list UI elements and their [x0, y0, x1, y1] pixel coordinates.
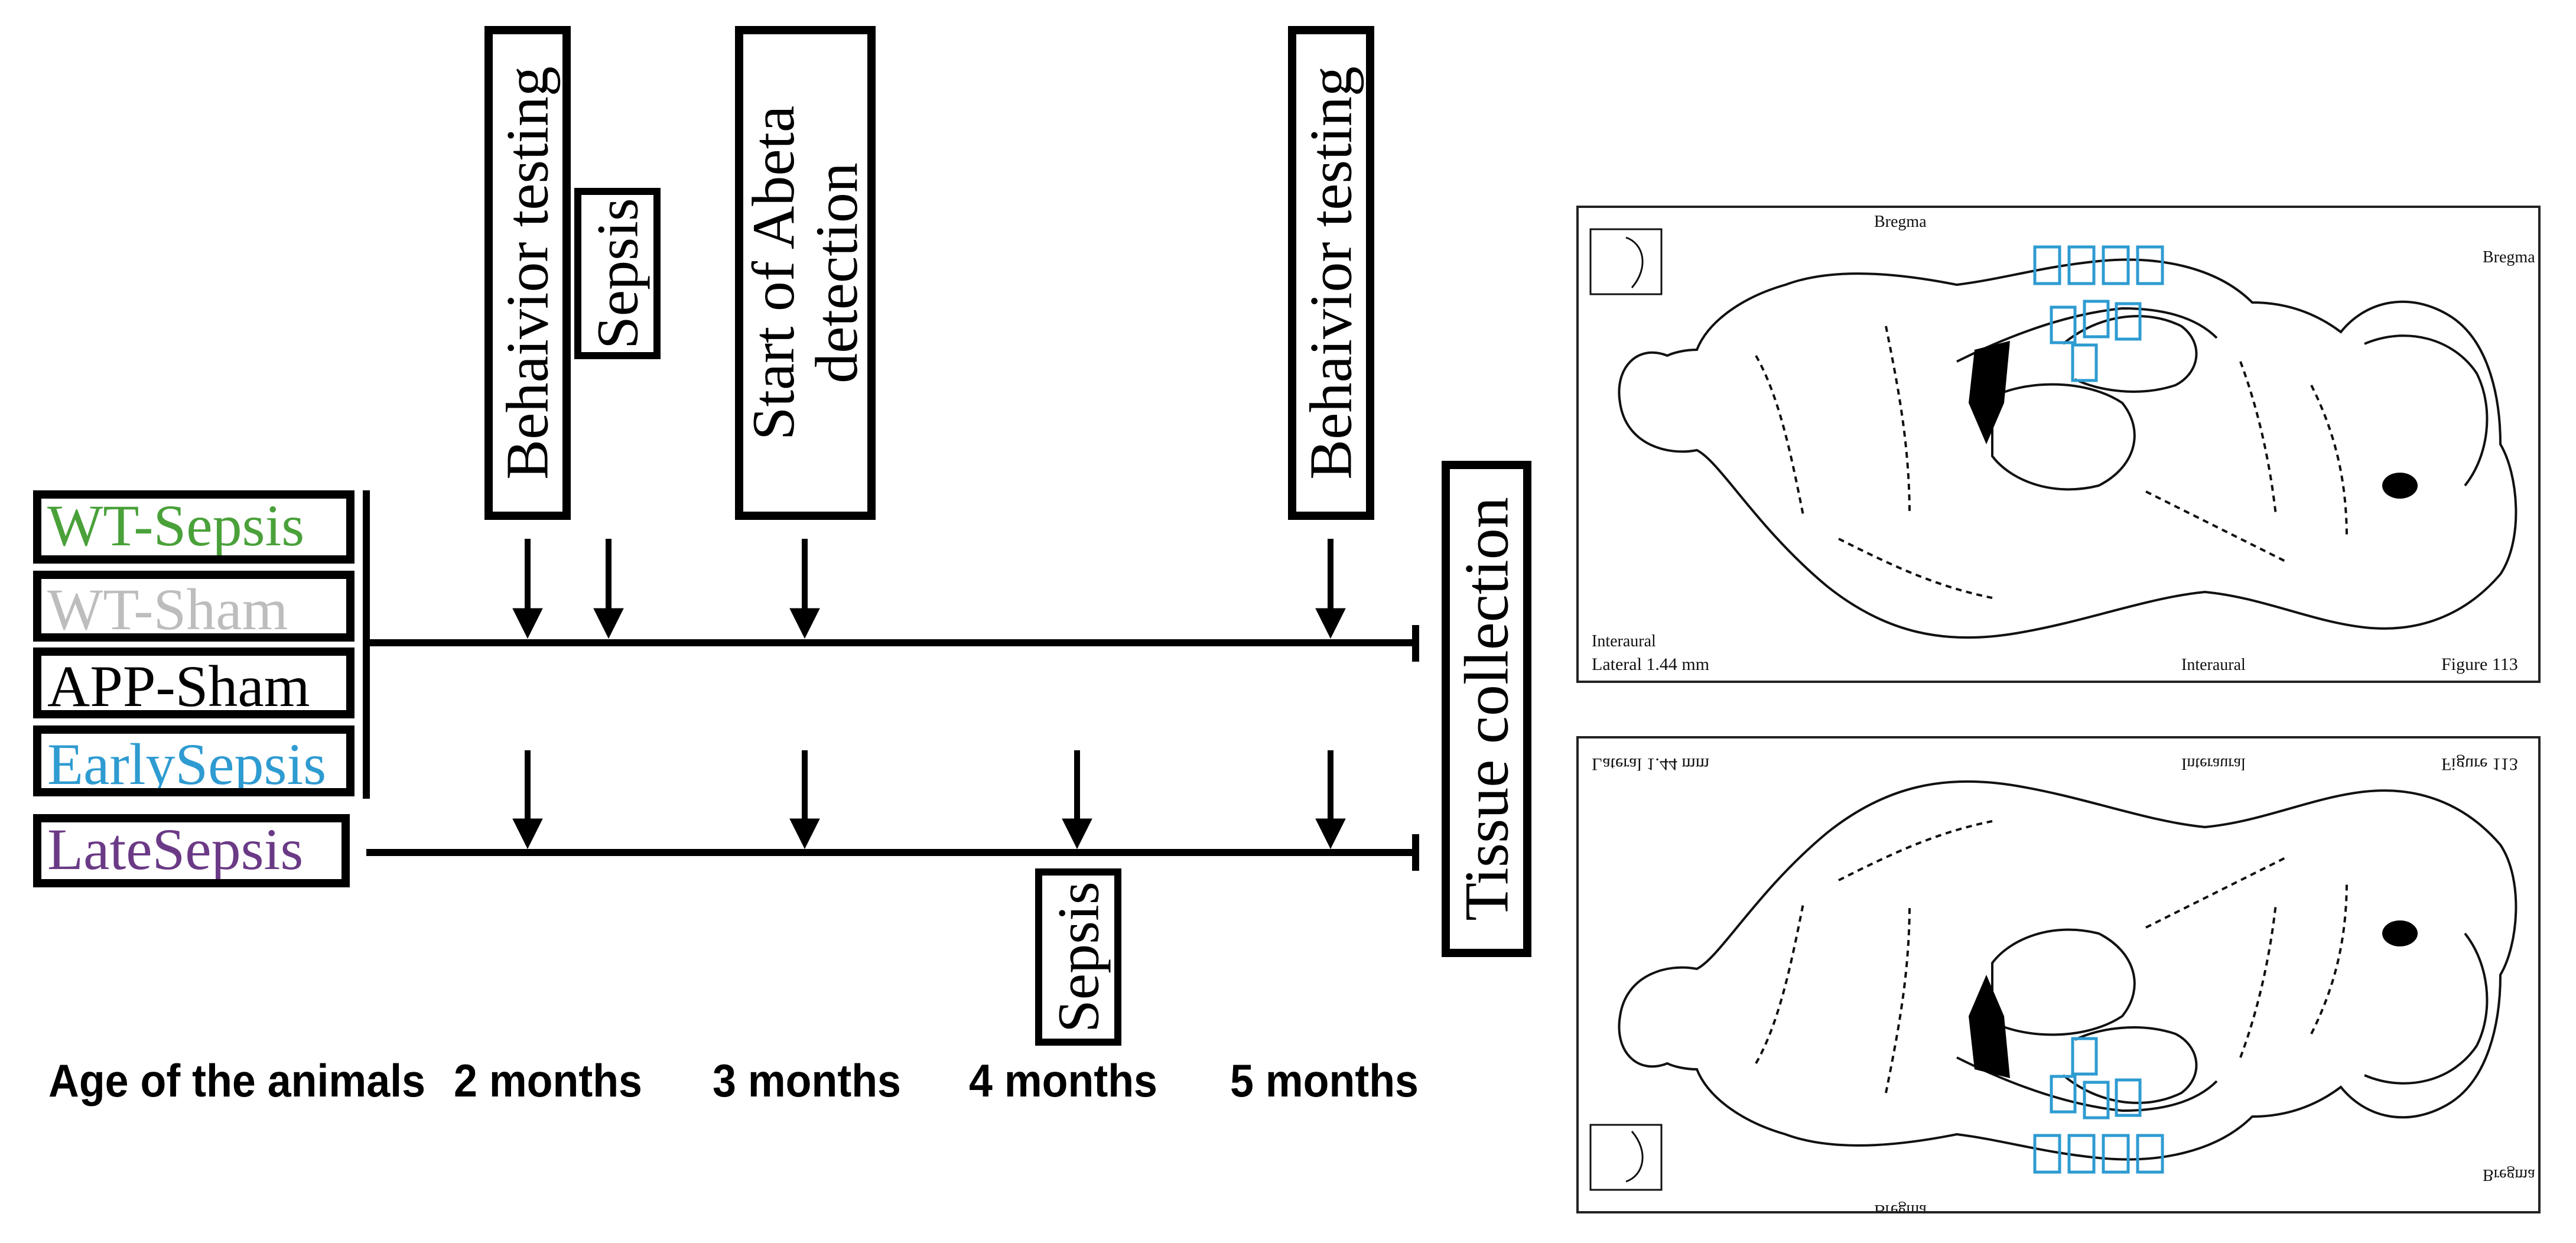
arrow-lower-4m [1062, 750, 1092, 850]
group-label-app-sham: APP-Sham [47, 653, 310, 718]
roi-boxes-lower [2033, 1037, 2164, 1174]
behavior-testing-box-2: Behaivior testing [1288, 26, 1374, 520]
ventricle-4-lower [2382, 920, 2418, 946]
arrow-lower-5m [1315, 750, 1346, 850]
group-early-sepsis: EarlySepsis [33, 725, 354, 796]
group-late-sepsis: LateSepsis [33, 814, 350, 887]
age-5-months: 5 months [1230, 1055, 1419, 1107]
sepsis-box-late: Sepsis [1035, 868, 1121, 1046]
sepsis-box-early: Sepsis [574, 188, 661, 359]
brain-outline-upper [1618, 258, 2518, 639]
group-label-early-sepsis: EarlySepsis [47, 731, 327, 796]
group-app-sham: APP-Sham [33, 647, 354, 718]
brain-outline-lower [1618, 780, 2518, 1161]
cerebellum-upper [2364, 334, 2489, 487]
roi-boxes-upper [2033, 245, 2164, 382]
abeta-detection-box: Start of Abeta detection [735, 26, 876, 520]
group-wt-sepsis: WT-Sepsis [33, 490, 354, 564]
lateral-label-lower: Lateral 1.44 mm [1592, 754, 1709, 774]
bregma-label-upper: Bregma [1874, 213, 1927, 231]
atlas-upper-svg: Bregma Bregma Interaural Interaural Late… [1589, 213, 2535, 674]
age-3-months: 3 months [713, 1055, 901, 1107]
timeline-lines [363, 490, 1419, 871]
bregma-label-upper-right: Bregma [2483, 248, 2535, 266]
group-label-late-sepsis: LateSepsis [47, 816, 304, 882]
arrow-upper-5m [1315, 539, 1346, 639]
lateral-ventricle-lower [1969, 975, 2010, 1078]
arrow-upper-sepsis [593, 539, 624, 639]
age-4-months: 4 months [969, 1055, 1157, 1107]
group-wt-sham: WT-Sham [33, 571, 354, 642]
group-label-wt-sepsis: WT-Sepsis [47, 493, 305, 558]
arrow-lower-2m [512, 750, 543, 850]
arrow-lower-3m [789, 750, 820, 850]
group-label-wt-sham: WT-Sham [47, 577, 288, 642]
tissue-collection-box: Tissue collection [1442, 461, 1531, 957]
bregma-label-lower-right: Bregma [2483, 1166, 2535, 1184]
lateral-ventricle-upper [1969, 341, 2010, 444]
ventricle-4-upper [2382, 473, 2418, 499]
age-axis-label: Age of the animals [48, 1055, 425, 1107]
corpus-callosum-upper [1956, 307, 2218, 363]
arrow-upper-3m [789, 539, 820, 639]
figure-label-lower: Figure 113 [2441, 754, 2518, 774]
thalamus-upper [1991, 383, 2136, 491]
arrow-upper-2m [512, 539, 543, 639]
atlas-plate-lower: Interaural Lateral 1.44 mm Figure 113 Br… [1576, 736, 2541, 1219]
figure-label-upper: Figure 113 [2441, 655, 2518, 674]
interaural-label-lower: Interaural [2181, 754, 2246, 773]
bregma-label-lower: Bregma [1874, 1201, 1927, 1211]
behavior-testing-box-1: Behaivior testing [484, 26, 571, 520]
lateral-label-upper: Lateral 1.44 mm [1592, 655, 1709, 674]
atlas-lower-svg: Interaural Lateral 1.44 mm Figure 113 Br… [1589, 754, 2535, 1219]
tissue-collection-label: Tissue collection [1452, 497, 1521, 921]
inset-thumb-upper [1589, 228, 1663, 295]
age-2-months: 2 months [454, 1055, 642, 1107]
interaural-label-upper-bottom: Interaural [2181, 656, 2246, 674]
interaural-label-upper: Interaural [1592, 632, 1656, 650]
atlas-plate-upper: Bregma Bregma Interaural Interaural Late… [1576, 206, 2541, 683]
